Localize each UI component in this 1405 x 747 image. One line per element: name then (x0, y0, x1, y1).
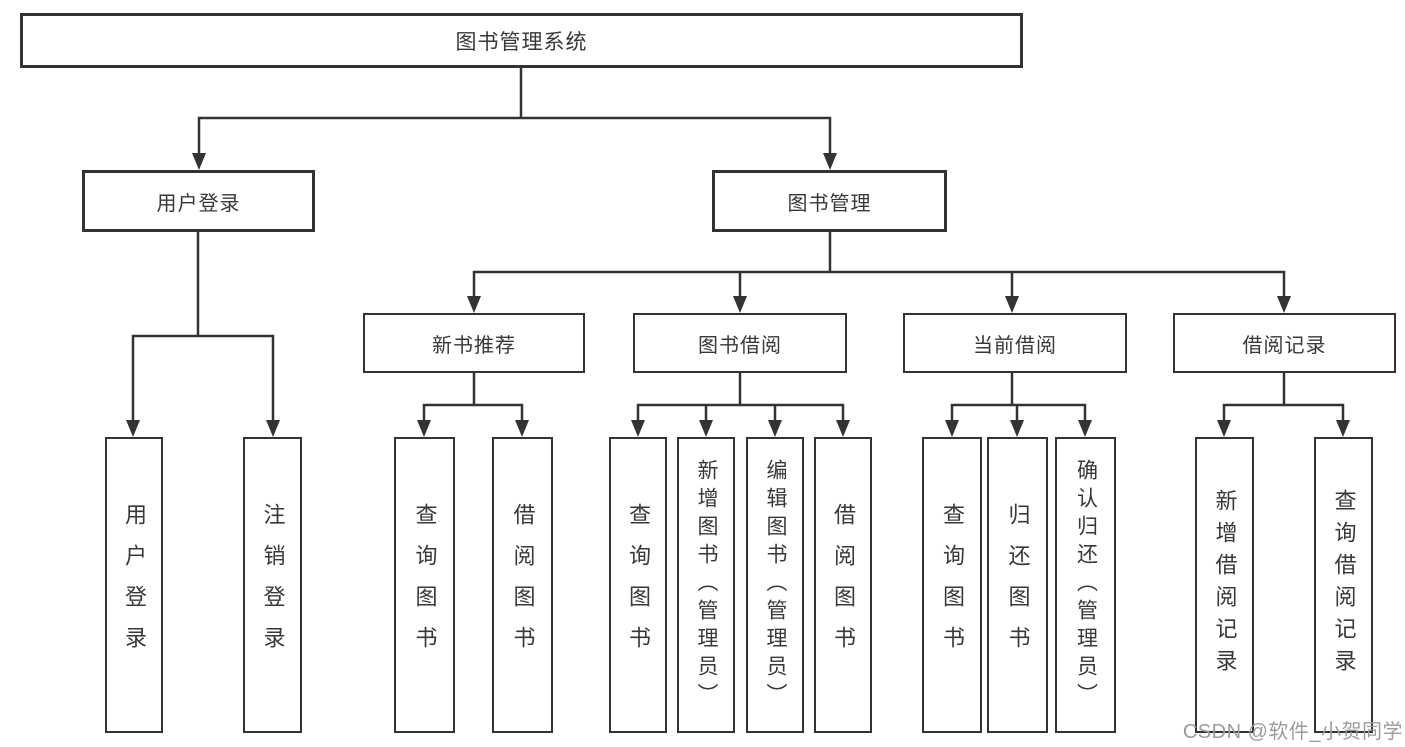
connector-borrow-bus (636, 403, 845, 423)
arrow-icon (1277, 296, 1291, 313)
node-label: 借阅记录 (1242, 334, 1327, 357)
node-current-borrow: 当前借阅 (903, 313, 1127, 373)
arrow-icon (1217, 420, 1231, 437)
leaf-label: 用户登录 (122, 503, 147, 667)
arrow-icon (1010, 420, 1024, 437)
leaf-label: 注销登录 (260, 503, 286, 667)
arrow-icon (699, 420, 713, 437)
arrow-icon (515, 420, 529, 437)
leaf-current-search-books: 查询图书 (922, 437, 982, 733)
node-label: 图书管理系统 (455, 30, 588, 54)
leaf-borrow-borrow-books: 借阅图书 (814, 437, 872, 733)
arrow-icon (192, 153, 206, 170)
leaf-label: 查询图书 (940, 503, 965, 667)
leaf-label: 借阅图书 (510, 503, 536, 667)
leaf-label: 借阅图书 (831, 503, 856, 667)
node-root-system: 图书管理系统 (20, 13, 1023, 68)
connector-root-bus (197, 116, 832, 156)
node-new-book-recommend: 新书推荐 (363, 313, 585, 373)
leaf-label: 查询图书 (626, 503, 651, 667)
connector-userlogin-bus (131, 334, 275, 423)
leaf-label: 新增图书（管理员） (695, 459, 718, 711)
leaf-current-confirm-return-admin: 确认归还（管理员） (1055, 437, 1116, 733)
leaf-label: 编辑图书（管理员） (764, 459, 787, 711)
arrow-icon (1005, 296, 1019, 313)
arrow-icon (1078, 420, 1092, 437)
arrow-icon (126, 420, 140, 437)
connector-record-bus (1222, 403, 1345, 423)
leaf-label: 确认归还（管理员） (1074, 459, 1098, 711)
leaf-newbook-borrow-books: 借阅图书 (492, 437, 553, 733)
leaf-label: 查询借阅记录 (1331, 489, 1357, 681)
leaf-borrow-edit-books-admin: 编辑图书（管理员） (746, 437, 804, 733)
arrow-icon (631, 420, 645, 437)
connector-newbook-bus (422, 403, 524, 423)
arrow-icon (1336, 420, 1350, 437)
leaf-borrow-search-books: 查询图书 (609, 437, 667, 733)
arrow-icon (417, 420, 431, 437)
leaf-logout: 注销登录 (243, 437, 302, 733)
leaf-current-return-books: 归还图书 (987, 437, 1048, 733)
node-label: 当前借阅 (973, 334, 1057, 357)
node-user-login: 用户登录 (82, 170, 315, 232)
leaf-user-login: 用户登录 (105, 437, 163, 733)
leaf-label: 新增借阅记录 (1212, 489, 1238, 681)
arrow-icon (823, 153, 837, 170)
arrow-icon (733, 296, 747, 313)
node-label: 新书推荐 (432, 334, 516, 357)
arrow-icon (467, 296, 481, 313)
node-borrow-record: 借阅记录 (1173, 313, 1396, 373)
arrow-icon (768, 420, 782, 437)
node-book-management: 图书管理 (712, 170, 947, 232)
watermark-text: CSDN @软件_小贺同学 (1182, 721, 1403, 743)
leaf-record-add-borrow-record: 新增借阅记录 (1195, 437, 1254, 733)
leaf-label: 查询图书 (412, 503, 438, 667)
arrow-icon (945, 420, 959, 437)
connector-current-bus (950, 403, 1087, 423)
leaf-borrow-add-books-admin: 新增图书（管理员） (677, 437, 735, 733)
arrow-icon (266, 420, 280, 437)
leaf-newbook-search-books: 查询图书 (394, 437, 455, 733)
node-book-borrow: 图书借阅 (633, 313, 847, 373)
leaf-record-search-borrow-record: 查询借阅记录 (1314, 437, 1373, 733)
connector-bookmgmt-bus (472, 270, 1286, 299)
leaf-label: 归还图书 (1005, 503, 1031, 667)
node-label: 图书借阅 (698, 334, 782, 357)
node-label: 用户登录 (156, 192, 241, 215)
arrow-icon (836, 420, 850, 437)
node-label: 图书管理 (787, 192, 872, 215)
